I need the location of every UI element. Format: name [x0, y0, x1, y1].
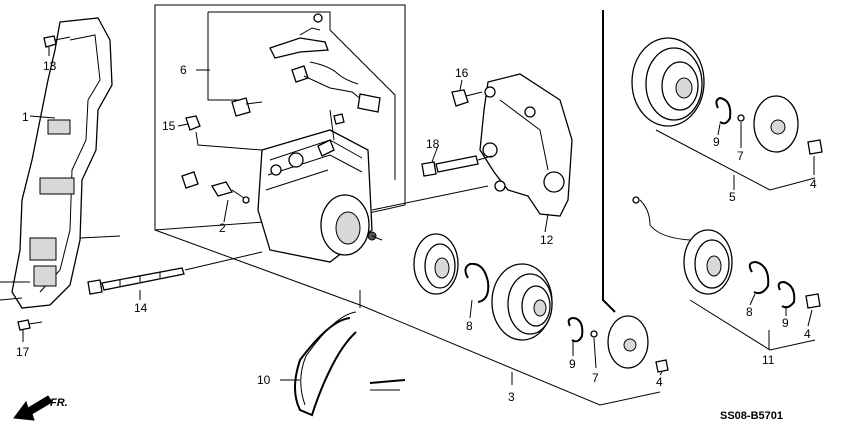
field-coil-set-11 [632, 196, 821, 351]
heat-shield [0, 17, 121, 309]
callout-11: 11 [762, 353, 775, 367]
callout-15: 15 [162, 119, 176, 133]
clutch-set-lower [359, 233, 669, 406]
bolt-18 [421, 155, 493, 177]
callout-7-lower: 7 [592, 371, 599, 385]
callout-5: 5 [729, 190, 736, 204]
switch-sensor [181, 171, 250, 204]
leader-lines [29, 69, 815, 385]
wiring-harness [231, 13, 381, 117]
direction-label: FR. [50, 397, 68, 409]
callout-9-upper: 9 [713, 135, 720, 149]
callout-4-upper: 4 [810, 177, 817, 191]
callout-18: 18 [426, 137, 440, 151]
compressor-frame [154, 4, 406, 308]
callout-9-lower: 9 [569, 357, 576, 371]
compressor [257, 109, 383, 263]
callout-9-right: 9 [782, 316, 789, 330]
leader-bracket [371, 185, 489, 211]
callout-17: 17 [16, 345, 30, 359]
callout-8-right: 8 [746, 305, 753, 319]
right-panel [602, 10, 616, 313]
callout-4-lower: 4 [656, 375, 663, 389]
diagram-code: SS08-B5701 [720, 410, 783, 422]
bolt-13 [43, 35, 71, 56]
callout-1: 1 [22, 110, 29, 124]
callout-3: 3 [508, 390, 515, 404]
nut-15 [185, 115, 263, 151]
callout-16: 16 [455, 66, 469, 80]
callout-2: 2 [219, 221, 226, 235]
callout-14: 14 [134, 301, 148, 315]
callout-12: 12 [540, 233, 554, 247]
front-direction-arrow: FR. [13, 395, 68, 421]
callout-6: 6 [180, 63, 187, 77]
callout-8-lower: 8 [466, 319, 473, 333]
nut-16 [451, 89, 483, 107]
callout-10: 10 [257, 373, 271, 387]
drive-belt [280, 311, 406, 417]
long-bolt-14 [87, 251, 263, 295]
bolt-17 [17, 319, 43, 342]
callout-7-upper: 7 [737, 149, 744, 163]
callout-4-right: 4 [804, 327, 811, 341]
compressor-bracket [479, 73, 573, 217]
callout-13: 13 [43, 59, 57, 73]
clutch-set-5 [631, 37, 823, 191]
